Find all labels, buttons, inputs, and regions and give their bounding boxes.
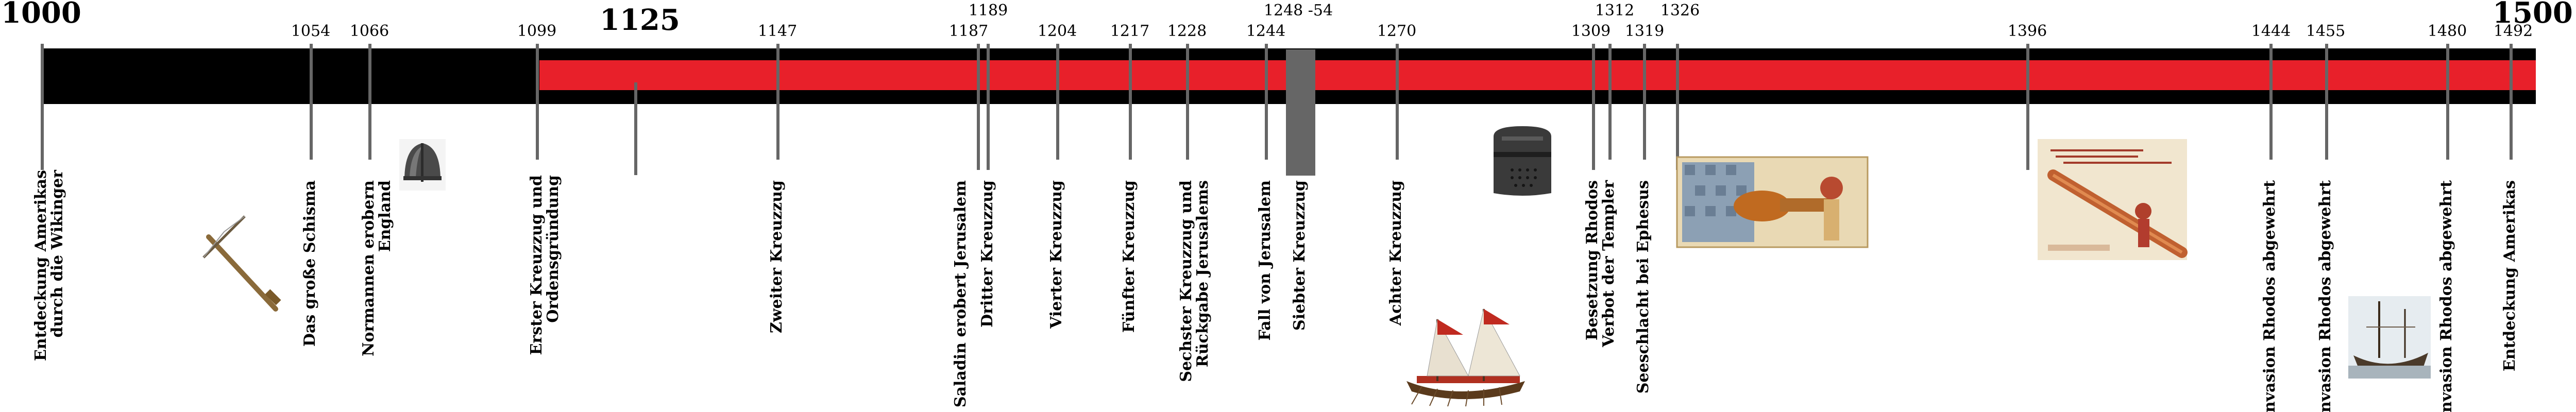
- event-year-label: 1326: [1660, 2, 1700, 20]
- event-caption: Erster Kreuzzug undOrdensgründung: [528, 175, 562, 355]
- event-tick-line: [2446, 44, 2449, 160]
- event-caption: Seeschlacht bei Ephesus: [1634, 180, 1652, 393]
- event-year-label: 1187: [949, 22, 988, 40]
- galley-ship-image: [1406, 308, 1525, 407]
- event-tick-line: [2026, 44, 2029, 170]
- event-year-label: 1189: [969, 2, 1008, 20]
- event-year-label: 1066: [350, 22, 389, 40]
- event-caption: Dritter Kreuzzug: [978, 180, 996, 328]
- great-helm-image: [1494, 126, 1551, 196]
- event-caption: Achter Kreuzzug: [1387, 180, 1405, 326]
- timeline-red-band: [539, 60, 2536, 90]
- event-tick-line: [977, 44, 980, 170]
- event-caption: Entdeckung Amerikas: [2501, 180, 2519, 371]
- event-caption: Invasion Rhodos abgewehrt: [2316, 180, 2334, 412]
- event-year-label: 1270: [1377, 22, 1416, 40]
- cannon-manuscript-image: [1676, 156, 1869, 248]
- event-tick-line: [1396, 44, 1399, 160]
- event-list: Entdeckung Amerikasdurch die Wikinger 105…: [32, 2, 2533, 412]
- event-year-label: 1099: [517, 22, 556, 40]
- major-tick-1500: 1500: [2493, 0, 2573, 30]
- event-tick-line: [987, 44, 990, 170]
- event-year-label: 1312: [1595, 2, 1634, 20]
- event-18: 1396: [2008, 22, 2047, 170]
- event-caption: Invasion Rhodos abgewehrt: [2437, 180, 2455, 412]
- event-caption: Zweiter Kreuzzug: [768, 180, 786, 333]
- event-year-label: 1492: [2494, 22, 2533, 40]
- event-caption: Fall von Jerusalem: [1256, 180, 1274, 341]
- event-tick-line: [1265, 44, 1268, 160]
- event-tick-line: [310, 44, 313, 160]
- bombard-manuscript-image: [2038, 139, 2188, 260]
- event-tick-line: [1186, 44, 1189, 160]
- event-tick-line: [776, 44, 779, 160]
- marker-line-1125: [634, 82, 637, 175]
- event-caption: Entdeckung Amerikasdurch die Wikinger: [32, 169, 66, 361]
- event-tick-line: [536, 44, 539, 160]
- event-caption: Siebter Kreuzzug: [1291, 180, 1309, 331]
- event-year-label: 1244: [1246, 22, 1285, 40]
- event-caption: Sechster Kreuzzug undRückgabe Jerusalems: [1177, 180, 1212, 382]
- event-year-label: 1228: [1167, 22, 1207, 40]
- event-tick-line: [2325, 44, 2328, 160]
- event-tick-line: [1643, 44, 1646, 160]
- event-year-label: 1455: [2306, 22, 2345, 40]
- event-tick-line: [1676, 44, 1679, 170]
- event-17: 1326: [1660, 2, 1700, 170]
- event-year-label: 1444: [2251, 22, 2291, 40]
- event-0: Entdeckung Amerikasdurch die Wikinger: [32, 44, 66, 361]
- event-year-label: 1309: [1571, 22, 1611, 40]
- range-block-1248-54: [1286, 49, 1315, 176]
- event-caption: Fünfter Kreuzzug: [1120, 180, 1138, 333]
- major-tick-1000: 1000: [1, 0, 81, 30]
- carrack-ship-image: [2348, 296, 2431, 379]
- nasal-helmet-image: [399, 139, 446, 191]
- event-year-label: 1396: [2008, 22, 2047, 40]
- event-year-label: 1480: [2428, 22, 2467, 40]
- event-year-label: 1147: [758, 22, 797, 40]
- event-year-label: 1319: [1625, 22, 1664, 40]
- event-caption: Das große Schisma: [301, 180, 319, 347]
- event-tick-line: [41, 44, 44, 170]
- event-caption: Verbot der Templer: [1600, 180, 1618, 348]
- crossbow-image: [202, 215, 281, 312]
- event-year-label: 1204: [1038, 22, 1077, 40]
- event-tick-line: [2269, 44, 2273, 160]
- major-tick-1125: 1125: [600, 3, 680, 37]
- event-caption: Besetzung Rhodos: [1583, 180, 1601, 340]
- event-tick-line: [368, 44, 371, 160]
- event-tick-line: [2510, 44, 2513, 160]
- event-caption: Saladin erobert Jerusalem: [952, 180, 970, 407]
- event-tick-line: [1608, 44, 1612, 160]
- event-tick-line: [1056, 44, 1059, 160]
- event-caption: Vierter Kreuzzug: [1047, 180, 1065, 329]
- event-tick-line: [1129, 44, 1132, 160]
- event-year-label: 1054: [291, 22, 330, 40]
- event-tick-line: [1592, 44, 1595, 170]
- event-year-label: 1217: [1110, 22, 1149, 40]
- event-caption: Invasion Rhodos abgewehrt: [2261, 180, 2279, 412]
- event-caption: Normannen erobernEngland: [360, 180, 394, 356]
- event-year-label: 1248 -54: [1264, 2, 1333, 20]
